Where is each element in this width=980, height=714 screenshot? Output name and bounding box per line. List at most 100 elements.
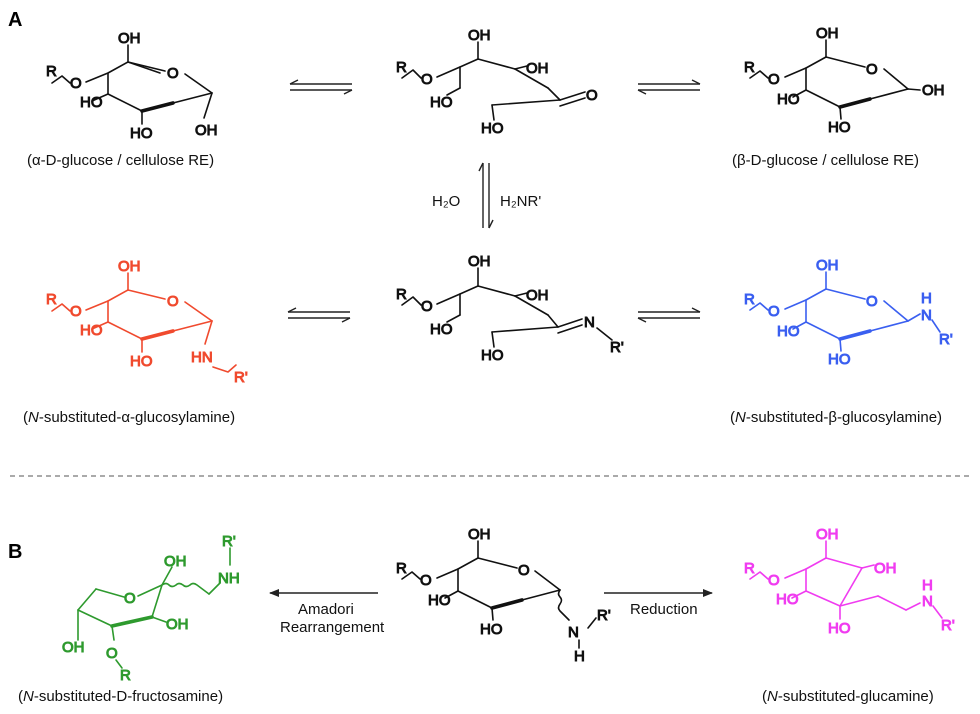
atom-r: R xyxy=(46,63,57,80)
aldehyde-oxygen: O xyxy=(586,87,598,104)
atom-ho: HO xyxy=(828,620,851,637)
atom-r-prime: R' xyxy=(597,607,611,624)
atom-r: R xyxy=(396,560,407,577)
atom-o: O xyxy=(421,71,433,88)
beta-glucosylamine-structure: R O OH O H N R' HO HO xyxy=(744,257,954,369)
equilibrium-arrow-alpha-imine xyxy=(287,307,351,323)
atom-o: O xyxy=(70,75,82,92)
atom-h: H xyxy=(574,648,585,665)
imine-nitrogen: N xyxy=(584,314,595,331)
atom-ho: HO xyxy=(481,347,504,364)
atom-r: R xyxy=(46,291,57,308)
caption-beta-glucosylamine: (N-substituted-β-glucosylamine) xyxy=(730,409,942,426)
condition-water: H₂O xyxy=(432,193,460,210)
atom-oh: OH xyxy=(922,82,945,99)
atom-r: R xyxy=(120,667,131,684)
atom-oh: OH xyxy=(164,553,187,570)
equilibrium-arrow-imine-beta xyxy=(637,307,701,323)
atom-oh: OH xyxy=(816,25,839,42)
equilibrium-arrow-alpha-open xyxy=(289,79,353,95)
atom-o: O xyxy=(768,572,780,589)
atom-r-prime: R' xyxy=(610,339,624,356)
atom-oh: OH xyxy=(62,639,85,656)
atom-ho: HO xyxy=(428,592,451,609)
atom-r-prime: R' xyxy=(234,369,248,386)
caption-alpha-glucosylamine: (N-substituted-α-glucosylamine) xyxy=(23,409,235,426)
atom-ho: HO xyxy=(828,119,851,136)
atom-ho: HO xyxy=(80,94,103,111)
caption-beta-glucose: (β-D-glucose / cellulose RE) xyxy=(732,152,919,169)
atom-ho: HO xyxy=(130,125,153,142)
atom-r: R xyxy=(396,286,407,303)
ring-oxygen: O xyxy=(167,65,179,82)
amine-nitrogen: N xyxy=(922,593,933,610)
atom-oh: OH xyxy=(816,257,839,274)
atom-ho: HO xyxy=(777,91,800,108)
fructosamine-structure: O OH NH R' OH OH O R xyxy=(62,533,241,685)
condition-amine: H₂NR' xyxy=(500,193,541,210)
ring-oxygen: O xyxy=(167,293,179,310)
open-chain-glucose-structure: R O OH OH HO HO O xyxy=(396,27,599,138)
amine-nitrogen: N xyxy=(921,307,932,324)
beta-glucose-structure: R O OH O OH HO HO xyxy=(744,25,946,137)
alpha-glucosylamine-structure: R O OH O HO HO HN R' xyxy=(46,258,249,387)
atom-oh: OH xyxy=(195,122,218,139)
equilibrium-arrow-open-beta xyxy=(637,79,701,95)
atom-ho: HO xyxy=(80,322,103,339)
atom-o: O xyxy=(420,572,432,589)
ring-oxygen: O xyxy=(866,293,878,310)
glucamine-structure: R O OH OH HO HO H N R' xyxy=(744,526,956,638)
open-chain-imine-structure: R O OH OH HO HO N R' xyxy=(396,253,625,365)
atom-o: O xyxy=(106,645,118,662)
atom-nh: NH xyxy=(218,570,240,587)
ring-oxygen: O xyxy=(518,562,530,579)
atom-oh: OH xyxy=(526,287,549,304)
atom-ho: HO xyxy=(481,120,504,137)
atom-oh: OH xyxy=(526,60,549,77)
atom-r: R xyxy=(744,291,755,308)
atom-ho: HO xyxy=(430,94,453,111)
atom-oh: OH xyxy=(874,560,897,577)
ring-oxygen: O xyxy=(866,61,878,78)
atom-oh: OH xyxy=(816,526,839,543)
condition-amadori-line1: Amadori xyxy=(298,601,354,618)
atom-ho: HO xyxy=(776,591,799,608)
atom-h: H xyxy=(921,290,932,307)
atom-oh: OH xyxy=(468,27,491,44)
atom-r: R xyxy=(396,59,407,76)
equilibrium-arrow-vertical xyxy=(478,162,494,229)
atom-ho: HO xyxy=(130,353,153,370)
atom-ho: HO xyxy=(430,321,453,338)
atom-o: O xyxy=(70,303,82,320)
atom-r-prime: R' xyxy=(939,331,953,348)
atom-oh: OH xyxy=(166,616,189,633)
panel-label-b: B xyxy=(8,541,22,563)
amine-nitrogen: N xyxy=(568,624,579,641)
atom-h: H xyxy=(922,577,933,594)
ring-oxygen: O xyxy=(124,590,136,607)
caption-alpha-glucose: (α-D-glucose / cellulose RE) xyxy=(27,152,214,169)
glucosylamine-structure: R O OH O HO HO N H R' xyxy=(396,526,612,666)
atom-ho: HO xyxy=(777,323,800,340)
atom-r-prime: R' xyxy=(941,617,955,634)
atom-r-prime: R' xyxy=(222,533,236,550)
alpha-glucose-structure: R O OH O HO HO OH xyxy=(46,30,219,143)
atom-hn: HN xyxy=(191,349,213,366)
atom-oh: OH xyxy=(468,526,491,543)
condition-reduction: Reduction xyxy=(630,601,698,618)
atom-oh: OH xyxy=(468,253,491,270)
caption-glucamine: (N-substituted-glucamine) xyxy=(762,688,934,705)
condition-amadori-line2: Rearrangement xyxy=(280,619,385,636)
atom-oh: OH xyxy=(118,30,141,47)
panel-label-a: A xyxy=(8,9,22,31)
atom-oh: OH xyxy=(118,258,141,275)
atom-r: R xyxy=(744,560,755,577)
atom-ho: HO xyxy=(480,621,503,638)
atom-ho: HO xyxy=(828,351,851,368)
atom-o: O xyxy=(768,303,780,320)
atom-r: R xyxy=(744,59,755,76)
atom-o: O xyxy=(768,71,780,88)
atom-o: O xyxy=(421,298,433,315)
caption-fructosamine: (N-substituted-D-fructosamine) xyxy=(18,688,223,705)
